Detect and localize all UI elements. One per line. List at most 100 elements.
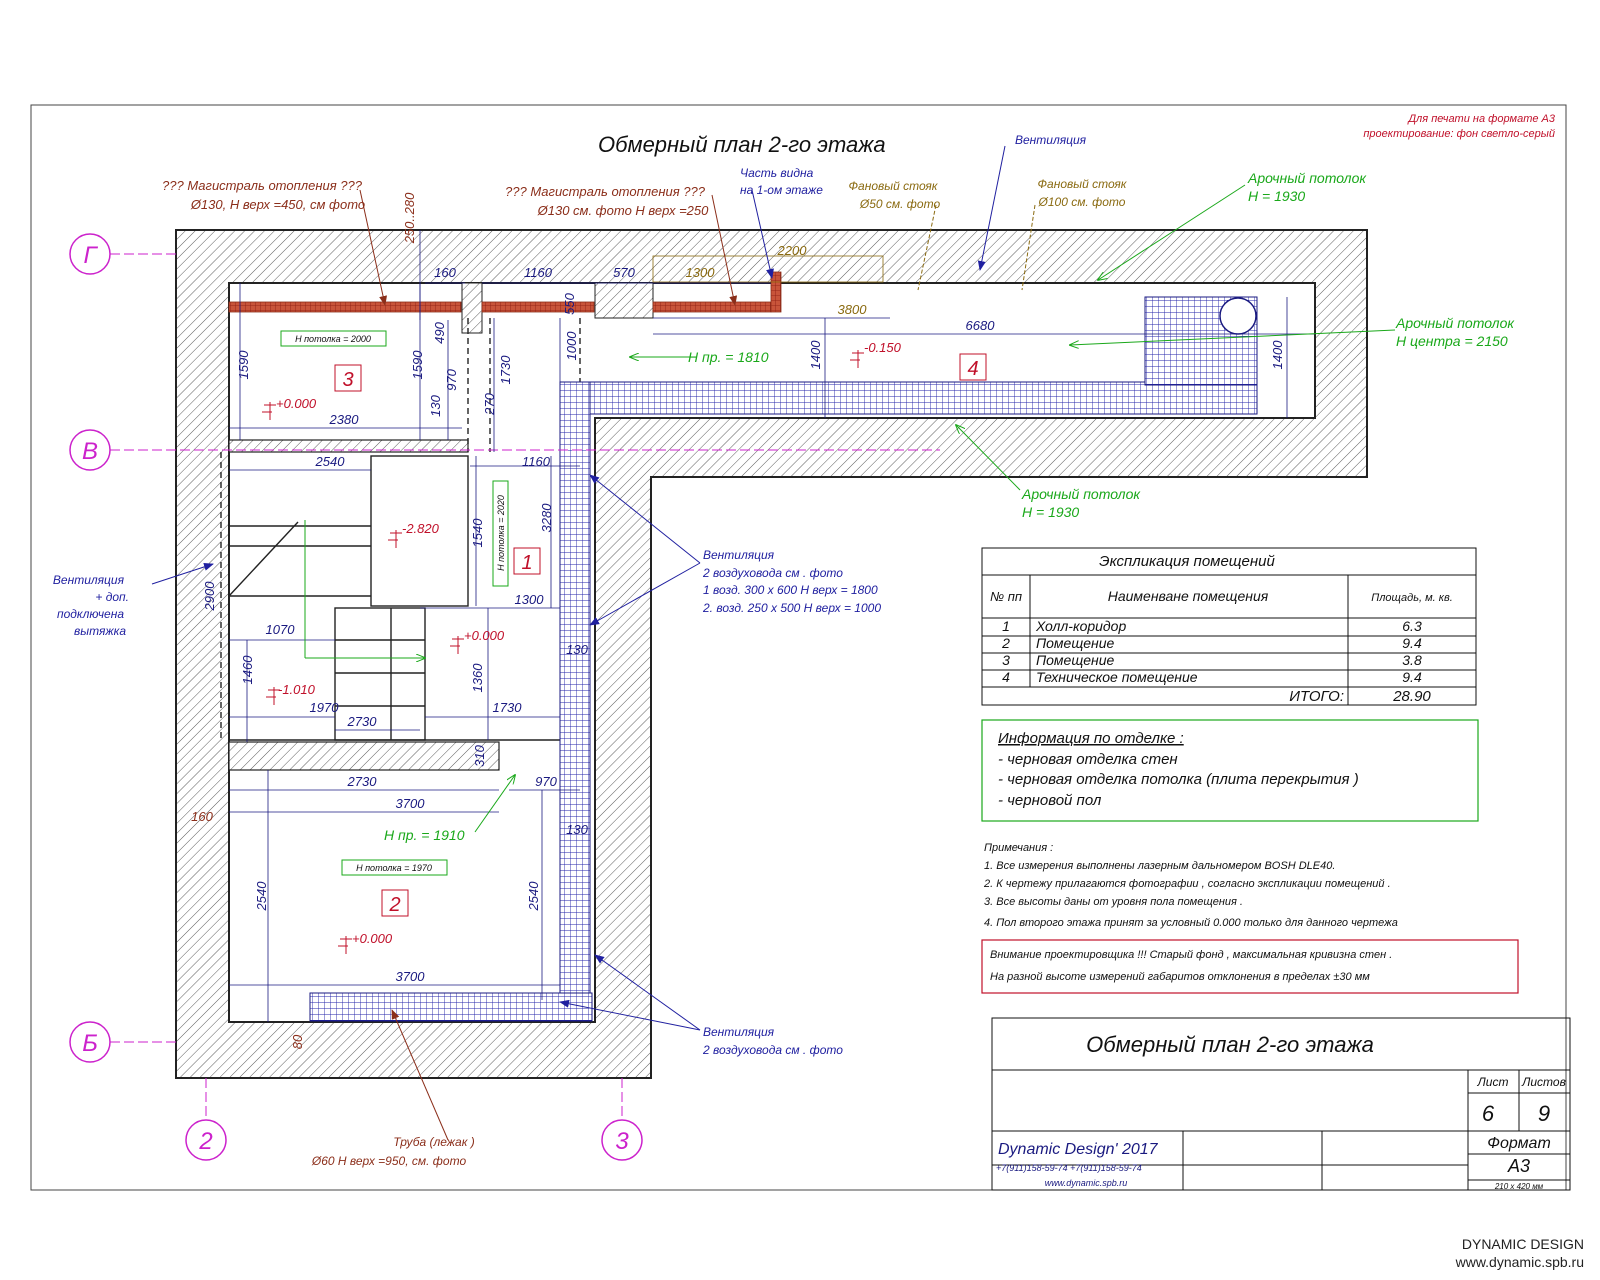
explication-cell-name: Холл-коридор — [1035, 618, 1126, 634]
annotation-arch-3: Арочный потолок H = 1930 — [1021, 486, 1141, 520]
explication-cell-name: Помещение — [1036, 652, 1115, 668]
svg-text:На разной высоте измерений га: На разной высоте измерений габаритов отк… — [990, 971, 1370, 983]
svg-text:570: 570 — [613, 265, 635, 280]
room-label-2: 2 — [381, 889, 409, 917]
level-markers — [262, 350, 864, 954]
sheet-frame — [30, 104, 1567, 1191]
svg-text:4. Пол второго этажа принят за: 4. Пол второго этажа принят за условный … — [984, 917, 1398, 929]
svg-text:H центра = 2150: H центра = 2150 — [1396, 333, 1508, 349]
axis-marker-2: 2 — [185, 1119, 227, 1161]
svg-text:Ø60 H верх =950, см. фото: Ø60 H верх =950, см. фото — [311, 1154, 467, 1168]
svg-text:+0.000: +0.000 — [352, 931, 393, 946]
explication-cell-n: 4 — [1002, 669, 1010, 685]
svg-text:2: 2 — [198, 1128, 212, 1155]
svg-text:970: 970 — [444, 368, 459, 390]
company-site: www.dynamic.spb.ru — [1045, 1178, 1128, 1188]
format-value: А3 — [1507, 1156, 1530, 1176]
svg-text:подключена: подключена — [57, 607, 124, 621]
svg-text:310: 310 — [472, 744, 487, 766]
svg-text:1730: 1730 — [498, 355, 513, 385]
print-note-1: Для печати на формате А3 — [1406, 113, 1556, 125]
annotation-vent-left: Вентиляция + доп. подключена вытяжка — [53, 573, 129, 638]
svg-text:1300: 1300 — [686, 265, 716, 280]
explication-header-area: Площадь, м. кв. — [1371, 592, 1453, 604]
svg-text:1300: 1300 — [515, 592, 545, 607]
svg-text:- черновая отделка стен: - черновая отделка стен — [998, 751, 1178, 768]
annotation-riser-50: Фановый стояк Ø50 см. фото — [849, 179, 941, 211]
svg-text:1070: 1070 — [266, 622, 296, 637]
sheets-total: 9 — [1538, 1101, 1550, 1126]
svg-text:1: 1 — [521, 552, 532, 574]
room-label-1: 1 — [513, 547, 541, 575]
svg-text:2. возд. 250 x 500 H верх = 1: 2. возд. 250 x 500 H верх = 1000 — [702, 601, 881, 615]
svg-text:2200: 2200 — [777, 243, 808, 258]
svg-text:Арочный потолок: Арочный потолок — [1021, 486, 1141, 502]
annotation-h-pr-1810: H пр. = 1810 — [688, 349, 769, 365]
explication-text: Экспликация помещений № пп Наименване по… — [990, 553, 1453, 604]
svg-text:160: 160 — [434, 265, 456, 280]
svg-text:130: 130 — [566, 822, 588, 837]
svg-text:H потолка = 2020: H потолка = 2020 — [496, 495, 506, 571]
watermark-name: DYNAMIC DESIGN — [1461, 1236, 1584, 1252]
svg-text:1400: 1400 — [1270, 340, 1285, 370]
svg-text:Фановый стояк: Фановый стояк — [849, 179, 939, 193]
svg-text:В: В — [82, 438, 98, 465]
ceiling-tag-room1: H потолка = 2020 — [492, 480, 509, 587]
finish-title: Информация по отделке : — [998, 730, 1184, 747]
svg-text:2900: 2900 — [202, 581, 217, 612]
svg-text:2380: 2380 — [329, 412, 360, 427]
svg-text:130: 130 — [428, 394, 443, 416]
svg-text:??? Магистраль отопления ??: ??? Магистраль отопления ??? — [505, 184, 706, 199]
svg-text:Ø50 см. фото: Ø50 см. фото — [859, 197, 941, 211]
svg-text:1360: 1360 — [470, 663, 485, 693]
svg-text:Б: Б — [82, 1030, 98, 1057]
finish-items: - черновая отделка стен - черновая отдел… — [998, 751, 1359, 809]
warning-box — [981, 939, 1519, 994]
company-name: Dynamic Design' 2017 — [998, 1141, 1159, 1158]
axis-marker-v: В — [69, 429, 111, 471]
vent-duct-tiles — [309, 296, 1258, 1022]
svg-text:Арочный потолок: Арочный потолок — [1247, 170, 1367, 186]
walls — [175, 229, 1368, 1079]
leader-lines — [151, 145, 1396, 1141]
svg-text:2540: 2540 — [315, 454, 346, 469]
level-values: +0.000 -0.150 -2.820 +0.000 -1.010 +0.00… — [276, 340, 902, 946]
explication-cell-name: Техническое помещение — [1036, 669, 1198, 685]
svg-text:Часть видна: Часть видна — [740, 166, 814, 180]
svg-text:Труба (лежак ): Труба (лежак ) — [393, 1135, 474, 1149]
svg-text:1160: 1160 — [524, 265, 553, 280]
svg-text:1590: 1590 — [236, 350, 251, 380]
svg-text:2 воздуховода см . фото: 2 воздуховода см . фото — [702, 566, 843, 580]
svg-text:270: 270 — [482, 392, 497, 415]
svg-text:2540: 2540 — [254, 881, 269, 912]
svg-text:Ø100 см. фото: Ø100 см. фото — [1038, 195, 1126, 209]
svg-text:1160: 1160 — [522, 454, 551, 469]
svg-text:на 1-ом этаже: на 1-ом этаже — [740, 183, 823, 197]
plan-title: Обмерный план 2-го этажа — [598, 132, 886, 157]
title-block — [991, 1017, 1571, 1191]
svg-text:Г: Г — [83, 242, 98, 269]
svg-text:Вентиляция: Вентиляция — [53, 573, 125, 587]
room-label-4: 4 — [959, 353, 987, 381]
format-size: 210 x 420 мм — [1494, 1182, 1544, 1191]
explication-table — [981, 547, 1477, 706]
annotation-vent-bottom: Вентиляция 2 воздуховода см . фото — [702, 1025, 843, 1057]
svg-text:H потолка = 1970: H потолка = 1970 — [356, 863, 432, 873]
svg-text:1. Все измерения выполнены лаз: 1. Все измерения выполнены лазерным даль… — [984, 860, 1335, 872]
notes: Примечания : 1. Все измерения выполнены … — [983, 842, 1398, 929]
svg-text:1000: 1000 — [564, 331, 579, 361]
svg-text:Арочный потолок: Арочный потолок — [1395, 315, 1515, 331]
svg-text:3. Все высоты даны от уровня: 3. Все высоты даны от уровня пола помеще… — [984, 896, 1243, 908]
dim-2200-box — [652, 255, 884, 283]
annotation-part-visible: Часть видна на 1-ом этаже — [740, 166, 823, 197]
svg-text:970: 970 — [535, 774, 557, 789]
svg-text:вытяжка: вытяжка — [74, 624, 126, 638]
annotation-vent-right: Вентиляция 2 воздуховода см . фото 1 воз… — [702, 548, 881, 615]
svg-text:2730: 2730 — [347, 714, 378, 729]
annotation-riser-100: Фановый стояк Ø100 см. фото — [1038, 177, 1128, 209]
dimension-lines — [229, 230, 1315, 1022]
finish-box — [981, 719, 1479, 822]
explication-cell-name: Помещение — [1036, 635, 1115, 651]
sheet-label: Лист — [1477, 1075, 1509, 1089]
svg-text:- черновая отделка потолка (п: - черновая отделка потолка (плита перекр… — [998, 771, 1359, 788]
